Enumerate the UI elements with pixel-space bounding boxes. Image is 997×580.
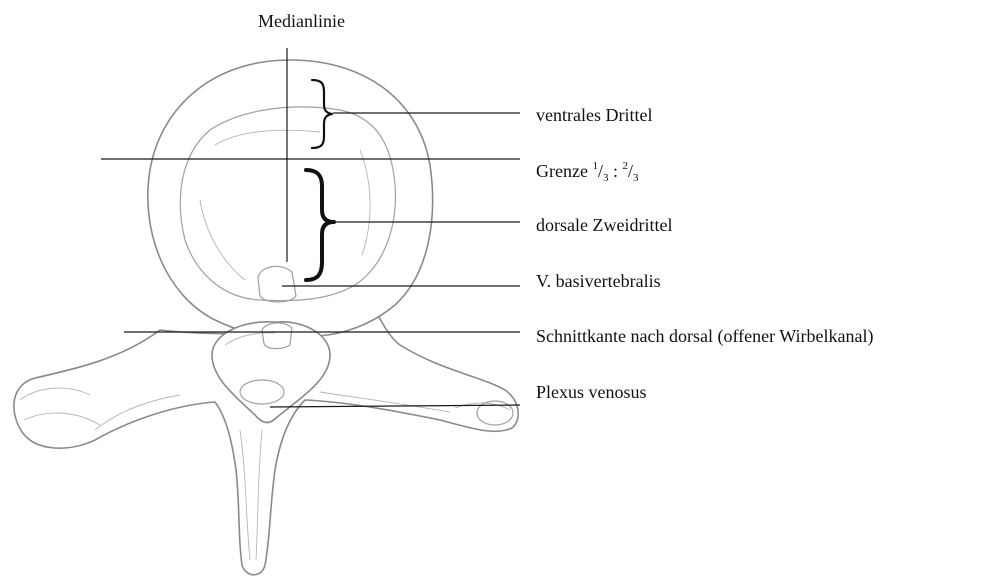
grenze-separator: : [608,161,622,181]
label-schnittkante: Schnittkante nach dorsal (offener Wirbel… [536,327,873,345]
label-grenze: Grenze 1/3 : 2/3 [536,162,639,180]
grenze-text: Grenze [536,161,592,181]
grenze-den-2: 3 [633,172,639,184]
vertebral-body [148,60,433,337]
label-ventrales-drittel: ventrales Drittel [536,106,652,124]
label-medianlinie: Medianlinie [258,12,345,30]
label-dorsale-zweidrittel: dorsale Zweidrittel [536,216,672,234]
label-v-basivertebralis: V. basivertebralis [536,272,661,290]
label-plexus-venosus: Plexus venosus [536,383,647,401]
